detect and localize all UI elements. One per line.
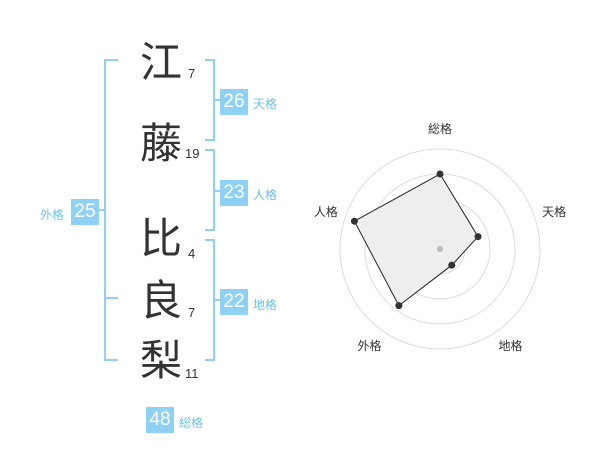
radar-point: [436, 170, 444, 178]
stroke-count-2: 19: [185, 146, 200, 161]
gaikaku-bracket: [104, 59, 118, 361]
tenkaku-bracket: [205, 59, 215, 141]
name-char-3: 比: [140, 214, 183, 263]
stroke-count-4: 7: [188, 305, 196, 320]
radar-ring: [339, 148, 541, 350]
radar-point: [350, 217, 358, 225]
stroke-count-5: 11: [185, 366, 199, 381]
stroke-count-3: 4: [188, 246, 196, 261]
chikaku-bracket: [205, 239, 215, 361]
radar-center-dot: [437, 246, 443, 252]
tenkaku-label: 天格: [253, 97, 278, 111]
name-char-5: 梨: [140, 336, 183, 385]
gaikaku-value: 25: [71, 199, 99, 225]
radar-points: [350, 170, 482, 310]
radar-axis-label: 総格: [428, 121, 452, 136]
gaikaku-label: 外格: [40, 208, 65, 222]
radar-axis-label: 人格: [314, 204, 338, 219]
soukaku-value: 48: [146, 407, 174, 433]
name-char-4: 良: [140, 276, 183, 325]
radar-point: [395, 302, 403, 310]
name-char-1: 江: [140, 38, 183, 87]
jinkaku-value: 23: [220, 180, 248, 206]
chikaku-value: 22: [220, 289, 248, 315]
radar-axis-label: 地格: [499, 338, 523, 353]
jinkaku-label: 人格: [253, 188, 278, 202]
stroke-count-1: 7: [188, 66, 196, 81]
radar-axis-label: 外格: [357, 338, 381, 353]
radar-point: [448, 261, 456, 269]
radar-axis-label: 天格: [542, 204, 566, 219]
tenkaku-value: 26: [220, 89, 248, 115]
radar-area: [353, 173, 479, 307]
name-char-2: 藤: [140, 119, 183, 168]
radar-point: [474, 233, 482, 241]
soukaku-label: 総格: [179, 416, 204, 430]
jinkaku-bracket: [205, 149, 215, 231]
chikaku-label: 地格: [253, 298, 278, 312]
